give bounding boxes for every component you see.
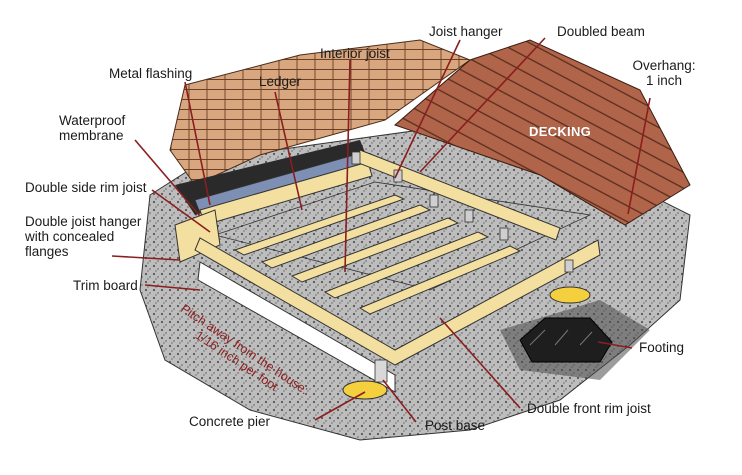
label-double-joist-hanger: Double joist hanger with concealed flang… xyxy=(25,214,141,259)
label-waterproof-line1: Waterproof xyxy=(59,113,126,128)
post-base xyxy=(374,359,388,383)
label-doubled-beam: Doubled beam xyxy=(557,24,645,39)
label-double-joist-hanger-line2: with concealed xyxy=(25,229,115,244)
label-joist-hanger: Joist hanger xyxy=(429,24,503,39)
interior-joists xyxy=(233,194,522,315)
label-decking: DECKING xyxy=(529,124,592,139)
footing xyxy=(519,317,613,363)
label-double-front-rim-joist: Double front rim joist xyxy=(527,401,651,416)
front-rim-joist xyxy=(194,237,601,366)
label-double-joist-hanger-line1: Double joist hanger xyxy=(25,214,142,229)
label-double-side-rim-joist: Double side rim joist xyxy=(25,180,147,195)
label-waterproof-membrane: Waterproof membrane xyxy=(59,113,125,143)
label-overhang: Overhang: 1 inch xyxy=(624,58,704,88)
label-concrete-pier: Concrete pier xyxy=(189,414,271,429)
leader-lines xyxy=(111,37,651,423)
label-waterproof-line2: membrane xyxy=(59,128,124,143)
label-footing: Footing xyxy=(639,340,685,355)
label-overhang-line1: Overhang: xyxy=(632,58,696,73)
label-overhang-line2: 1 inch xyxy=(645,73,683,88)
label-trim-board: Trim board xyxy=(73,278,138,293)
label-post-base: Post base xyxy=(425,418,486,433)
label-metal-flashing: Metal flashing xyxy=(109,66,193,81)
decking-surface xyxy=(394,39,691,226)
concrete-pier xyxy=(342,380,388,400)
joist-hangers xyxy=(351,151,574,273)
trim-board xyxy=(197,261,396,393)
label-ledger: Ledger xyxy=(259,74,302,89)
label-interior-joist: Interior joist xyxy=(320,46,390,61)
roof-shingles xyxy=(169,39,472,186)
label-double-joist-hanger-line3: flanges xyxy=(25,244,69,259)
back-pier xyxy=(549,286,591,304)
